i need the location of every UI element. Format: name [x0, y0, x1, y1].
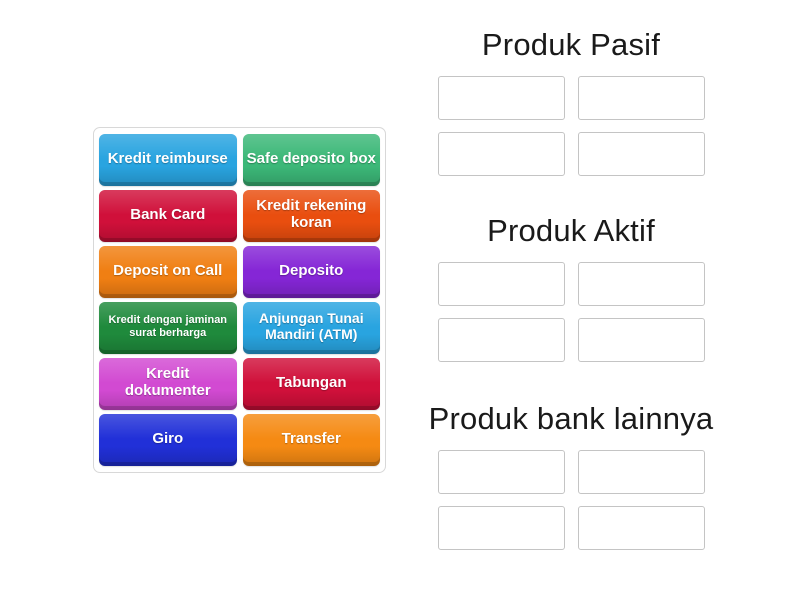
tile-label: Safe deposito box: [246, 149, 376, 167]
tile[interactable]: Bank Card: [99, 190, 237, 242]
dropzone-2-2[interactable]: [437, 506, 565, 551]
tile-label: Bank Card: [130, 205, 206, 223]
tile-label: Deposito: [279, 261, 344, 279]
dropzone-0-0[interactable]: [437, 76, 565, 121]
dropzone-grid-2: [406, 450, 736, 551]
tile-label: Giro: [152, 429, 184, 447]
dropzone-0-2[interactable]: [437, 132, 565, 177]
tile-label: Kredit rekening koran: [256, 197, 367, 231]
category-title-2: Produk bank lainnya: [428, 401, 714, 436]
dropzone-1-1[interactable]: [577, 262, 705, 307]
dropzone-1-2[interactable]: [437, 318, 565, 363]
dropzone-grid-0: [406, 76, 736, 177]
tile[interactable]: Giro: [99, 414, 237, 466]
dropzone-1-0[interactable]: [437, 262, 565, 307]
tile[interactable]: Transfer: [242, 414, 381, 466]
dropzone-grid-1: [406, 262, 736, 363]
tile-label: Kredit dokumenter: [124, 365, 211, 399]
dropzone-2-1[interactable]: [577, 450, 705, 495]
tile[interactable]: Kredit dokumenter: [99, 358, 237, 410]
dropzone-1-3[interactable]: [577, 318, 705, 363]
category-group-produk-aktif: Produk Aktif: [406, 213, 736, 363]
dropzone-0-3[interactable]: [577, 132, 705, 177]
tile[interactable]: Safe deposito box: [242, 134, 381, 186]
tile[interactable]: Kredit dengan jaminan surat berharga: [99, 302, 237, 354]
tile-label: Tabungan: [275, 373, 347, 391]
tile-label: Anjungan Tunai Mandiri (ATM): [258, 310, 364, 342]
category-title-1: Produk Aktif: [487, 213, 655, 248]
tile[interactable]: Deposit on Call: [99, 246, 237, 298]
tile[interactable]: Anjungan Tunai Mandiri (ATM): [242, 302, 381, 354]
dropzone-2-3[interactable]: [577, 506, 705, 551]
category-group-produk-pasif: Produk Pasif: [406, 27, 736, 177]
dropzone-0-1[interactable]: [577, 76, 705, 121]
tile-label: Kredit dengan jaminan surat berharga: [108, 314, 228, 339]
tile-label: Deposit on Call: [113, 261, 223, 279]
dropzone-2-0[interactable]: [437, 450, 565, 495]
category-group-produk-bank-lainnya: Produk bank lainnya: [406, 401, 736, 551]
tile[interactable]: Kredit reimburse: [99, 134, 237, 186]
tile[interactable]: Kredit rekening koran: [242, 190, 381, 242]
category-title-0: Produk Pasif: [481, 27, 661, 62]
tile-label: Kredit reimburse: [107, 149, 228, 167]
tile[interactable]: Tabungan: [242, 358, 381, 410]
tile[interactable]: Deposito: [242, 246, 381, 298]
tile-label: Transfer: [281, 429, 341, 447]
